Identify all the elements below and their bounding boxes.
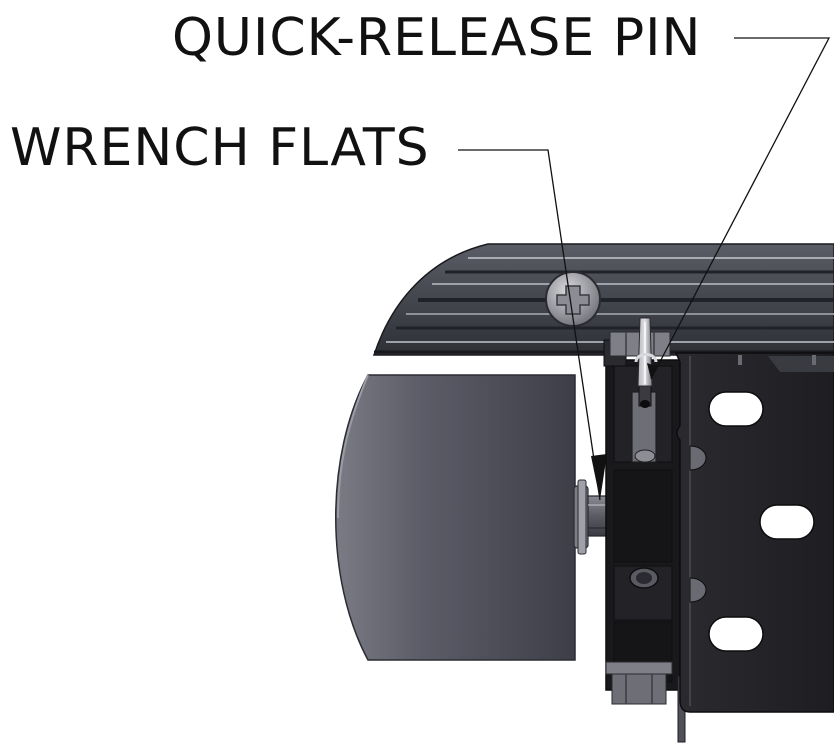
slot	[708, 616, 764, 652]
leader-quick-release-pin	[650, 37, 831, 380]
roller-hub	[573, 479, 589, 555]
slot	[759, 504, 815, 540]
roller-drum	[335, 374, 576, 661]
bottom-bolt	[605, 661, 673, 705]
callout-wrench-flats: WRENCH FLATS	[10, 118, 430, 178]
leader-arrowhead	[647, 363, 658, 379]
pan-head-screw	[545, 271, 601, 327]
extrusion-rail	[372, 243, 834, 356]
leader-lines	[458, 37, 831, 501]
side-bracket	[674, 352, 834, 713]
slot	[708, 391, 764, 427]
leader-arrowhead	[591, 454, 607, 500]
leader-wrench-flats	[458, 149, 601, 501]
callout-quick-release-pin: QUICK-RELEASE PIN	[172, 8, 702, 68]
